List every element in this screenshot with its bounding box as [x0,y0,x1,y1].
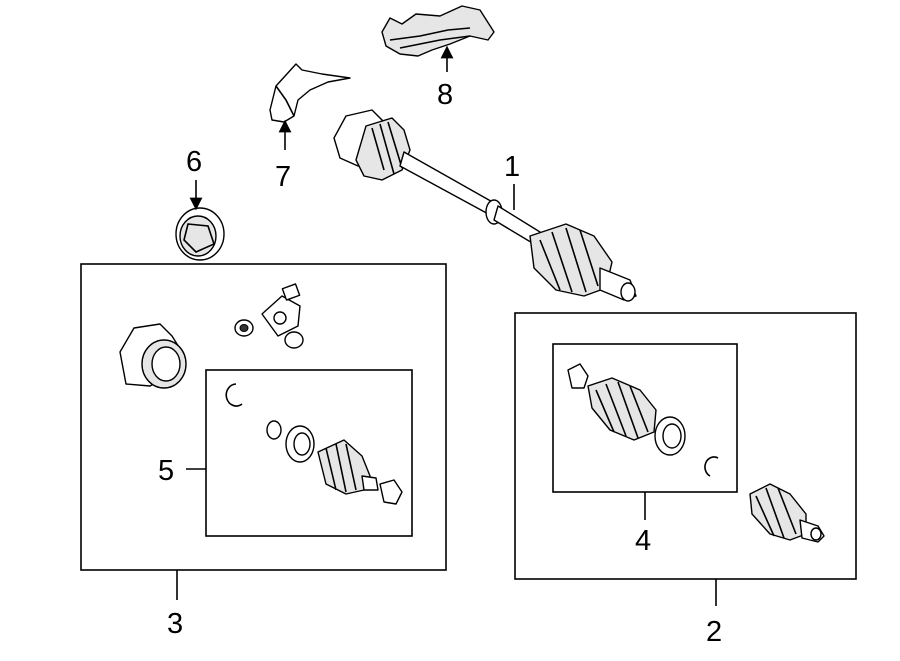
callout-4: 4 [635,525,651,557]
part-7-bracket-shield [269,63,351,123]
part-1-axle-shaft-assembly [333,109,637,302]
callout-7: 7 [275,161,291,193]
part-6-seal [175,207,225,261]
callout-6: 6 [186,146,202,178]
part-3-tripod-bearing [234,283,304,349]
part-8-heat-shield [381,5,495,57]
part-2-outer-cv-joint [749,483,825,543]
part-5-inner-boot-kit [225,383,403,505]
callout-1: 1 [504,151,520,183]
part-3-inner-joint-housing [119,323,187,389]
part-4-outer-boot-kit [567,363,719,477]
kit-box-3 [80,263,447,571]
callout-8: 8 [437,79,453,111]
callout-5: 5 [158,455,174,487]
callout-2: 2 [706,616,722,648]
callout-3: 3 [167,608,183,640]
kit-box-5 [205,369,413,537]
kit-box-2 [514,312,857,580]
